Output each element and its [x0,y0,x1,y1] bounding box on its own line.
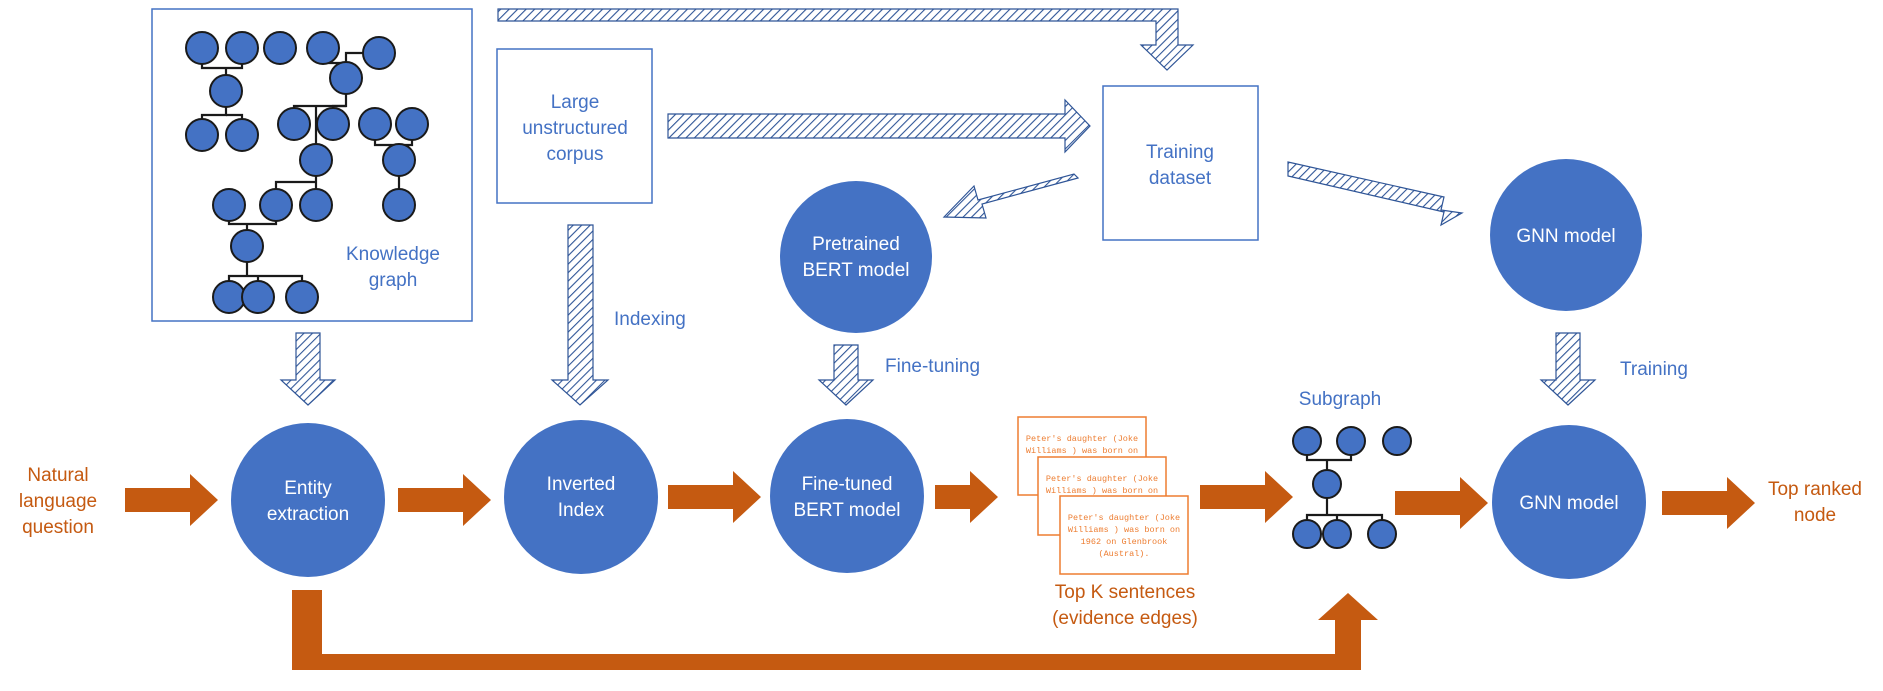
corpus-box: Large unstructured corpus [496,48,653,204]
subgraph-label: Subgraph [1299,389,1381,410]
gnn-bottom-label: GNN model [1519,493,1618,514]
sentence-card-line: Peter's daughter (Joke [1046,474,1158,484]
sentence-card-line: Williams ) was born on [1068,525,1180,535]
dataset-to-gnn-arrow [1287,161,1464,227]
dataset-to-bert-arrow [942,173,1080,219]
entity-extraction-node: Entity extraction [231,423,385,577]
entity-to-subgraph-bypass-arrow [292,590,1378,670]
subgraph-node [1292,426,1322,456]
bert-to-sentences-arrow [935,471,998,523]
kg-to-entity-arrow [279,332,337,406]
entity-extraction-label-1: Entity [284,478,332,499]
pretrained-bert-label-2: BERT model [802,260,909,281]
training-dataset-box: Training dataset [1102,85,1259,241]
subgraph-node [1336,426,1366,456]
kg-node [395,107,429,141]
kg-node [277,107,311,141]
sentences-caption-1: Top K sentences [1055,582,1195,603]
gnn-model-top-node: GNN model [1490,159,1642,311]
kg-node [306,31,340,65]
gnn-to-output-arrow [1662,477,1755,529]
kg-node [299,143,333,177]
input-label-2: language [19,491,97,512]
finetuned-bert-node: Fine-tuned BERT model [770,419,924,573]
kg-node [358,107,392,141]
training-label: Training [1620,359,1688,380]
kg-node [362,36,396,70]
kg-node [299,188,333,222]
index-to-bert-arrow [668,471,761,523]
training-dataset-label-2: dataset [1149,168,1212,189]
corpus-to-dataset-arrow [667,98,1091,154]
output-label-2: node [1794,505,1836,526]
subgraph-node [1382,426,1412,456]
input-label-3: question [22,517,94,538]
corpus-label-2: unstructured [522,118,628,139]
finetuned-bert-label-2: BERT model [793,500,900,521]
sentence-card-line: Peter's daughter (Joke [1068,513,1180,523]
indexing-arrow [550,224,610,406]
fine-tuning-label: Fine-tuning [885,356,980,377]
kg-node [285,280,319,314]
kg-node [209,74,243,108]
subgraph-node [1322,519,1352,549]
sentence-card-line: Williams ) was born on [1026,446,1138,456]
kg-node [263,31,297,65]
inverted-index-label-2: Index [558,500,605,521]
knowledge-graph-label-2: graph [369,270,418,291]
corpus-label-1: Large [551,92,600,113]
subgraph-network [1292,426,1412,549]
entity-extraction-label-2: extraction [267,504,349,525]
sentence-card-line: Peter's daughter (Joke [1026,434,1138,444]
kg-node [316,107,350,141]
output-label-1: Top ranked [1768,479,1862,500]
corpus-label-3: corpus [546,144,603,165]
fine-tuning-arrow [817,344,875,406]
kg-node [212,188,246,222]
question-to-entity-arrow [125,474,218,526]
finetuned-bert-label-1: Fine-tuned [802,474,893,495]
sentences-caption-2: (evidence edges) [1052,608,1198,629]
sentences-to-subgraph-arrow [1200,471,1293,523]
sentence-card-line: Williams ) was born on [1046,486,1158,496]
corpus-to-dataset-top-arrow [497,8,1195,71]
indexing-label: Indexing [614,309,686,330]
kg-node [225,118,259,152]
kg-node [230,229,264,263]
entity-to-index-arrow [398,474,491,526]
inverted-index-label-1: Inverted [547,474,616,495]
kg-node [212,280,246,314]
subgraph-to-gnn-arrow [1395,477,1488,529]
input-label-1: Natural [27,465,88,486]
kg-node [259,188,293,222]
pretrained-bert-node: Pretrained BERT model [780,181,932,333]
sentence-card-line: (Austral). [1098,549,1149,559]
gnn-top-label: GNN model [1516,226,1615,247]
training-dataset-label-1: Training [1146,142,1214,163]
kg-node [241,280,275,314]
kg-node [382,143,416,177]
knowledge-graph-network [185,31,429,314]
pretrained-bert-label-1: Pretrained [812,234,900,255]
sentence-card-line: 1962 on Glenbrook [1081,537,1168,547]
subgraph-node [1367,519,1397,549]
knowledge-graph-label-1: Knowledge [346,244,440,265]
knowledge-graph-box: Knowledge graph [151,8,473,322]
kg-node [185,118,219,152]
kg-node [225,31,259,65]
subgraph-node [1292,519,1322,549]
sentence-card-frame [1059,495,1189,575]
training-arrow [1539,332,1597,406]
kg-node [185,31,219,65]
kg-node [382,188,416,222]
kg-node [329,61,363,95]
gnn-model-bottom-node: GNN model [1492,425,1646,579]
subgraph-node [1312,469,1342,499]
inverted-index-node: Inverted Index [504,420,658,574]
